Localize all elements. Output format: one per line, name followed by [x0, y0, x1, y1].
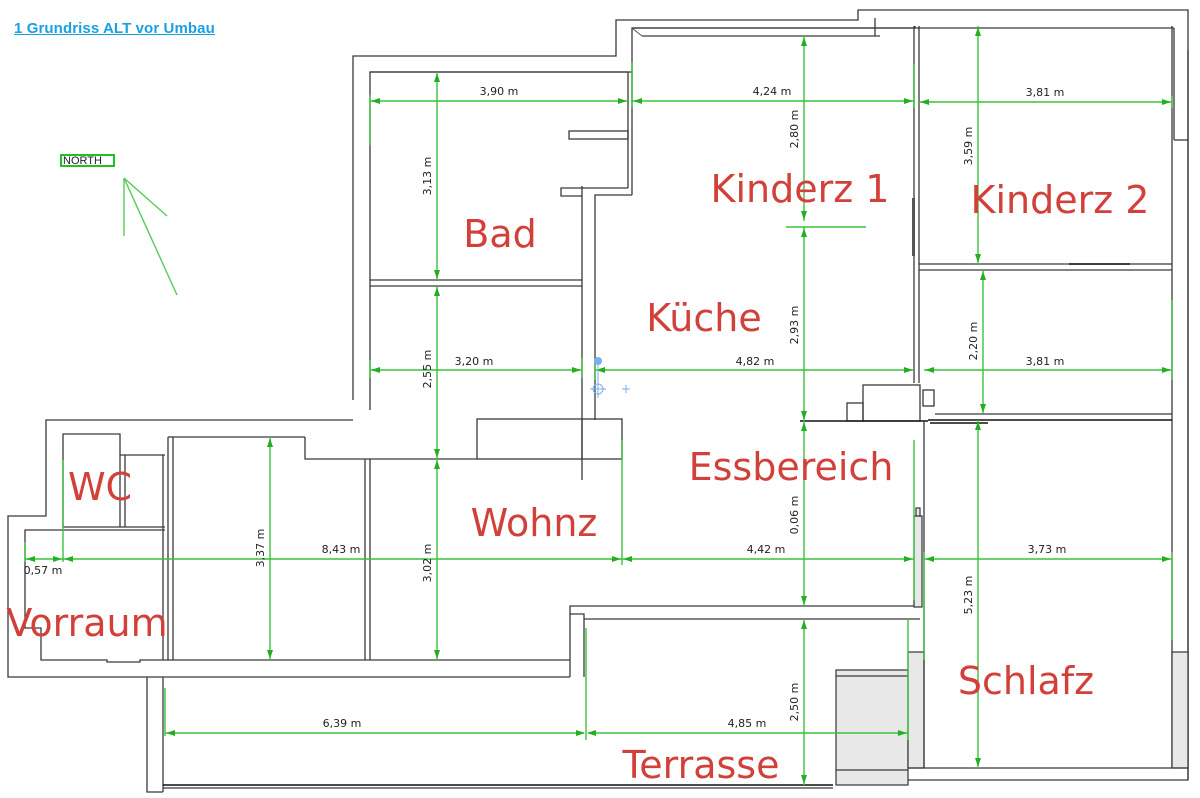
dim-flur-width: 3,20 m	[455, 355, 494, 368]
dim-kinderz1-width: 4,24 m	[753, 85, 792, 98]
dim-kinderz1-height: 2,80 m	[788, 110, 801, 149]
dim-ess-height: 0,06 m	[788, 496, 801, 535]
north-label: NORTH	[60, 154, 115, 167]
right-walls	[800, 26, 1172, 424]
dim-vorraum-width: 0,57 m	[24, 564, 63, 577]
dim-schlafz-width: 3,73 m	[1028, 543, 1067, 556]
north-arrow-icon	[123, 177, 178, 296]
dim-wohnz-width: 8,43 m	[322, 543, 361, 556]
dimension-arrowheads	[26, 27, 1171, 784]
dim-wohn-left-height: 3,37 m	[254, 529, 267, 568]
room-label-schlafz: Schlafz	[958, 659, 1094, 703]
room-label-bad: Bad	[463, 212, 536, 256]
dim-terrasse-left-width: 6,39 m	[323, 717, 362, 730]
dim-ess-width: 4,42 m	[747, 543, 786, 556]
room-label-wc: WC	[68, 465, 132, 509]
room-label-vorraum: Vorraum	[6, 601, 167, 645]
cursor-crosshair-icon	[590, 357, 630, 398]
dim-bad-width: 3,90 m	[480, 85, 519, 98]
room-label-kueche: Küche	[646, 296, 761, 340]
room-label-terrasse: Terrasse	[622, 743, 780, 787]
dim-right-mid-height: 2,20 m	[967, 322, 980, 361]
room-label-essbereich: Essbereich	[689, 445, 894, 489]
dim-wohnz-height: 3,02 m	[421, 544, 434, 583]
dim-kinderz2-width: 3,81 m	[1026, 86, 1065, 99]
dim-terrasse-height: 2,50 m	[788, 683, 801, 722]
room-label-kinderz1: Kinderz 1	[711, 167, 890, 211]
dim-schlafz-height: 5,23 m	[962, 576, 975, 615]
dim-bad-height: 3,13 m	[421, 157, 434, 196]
terrasse-walls	[162, 420, 1189, 792]
dim-terrasse-right-width: 4,85 m	[728, 717, 767, 730]
dim-kueche-height: 2,93 m	[788, 306, 801, 345]
dim-flur-height: 2,55 m	[421, 350, 434, 389]
room-label-wohnz: Wohnz	[471, 501, 598, 545]
dim-kinderz2-height: 3,59 m	[962, 127, 975, 166]
bad-walls	[370, 18, 880, 480]
dim-kueche-width: 4,82 m	[736, 355, 775, 368]
dim-right-mid-width: 3,81 m	[1026, 355, 1065, 368]
middle-walls	[167, 418, 623, 660]
plan-title: 1 Grundriss ALT vor Umbau	[14, 20, 215, 37]
dimension-lines	[24, 26, 1173, 785]
room-label-kinderz2: Kinderz 2	[971, 178, 1150, 222]
